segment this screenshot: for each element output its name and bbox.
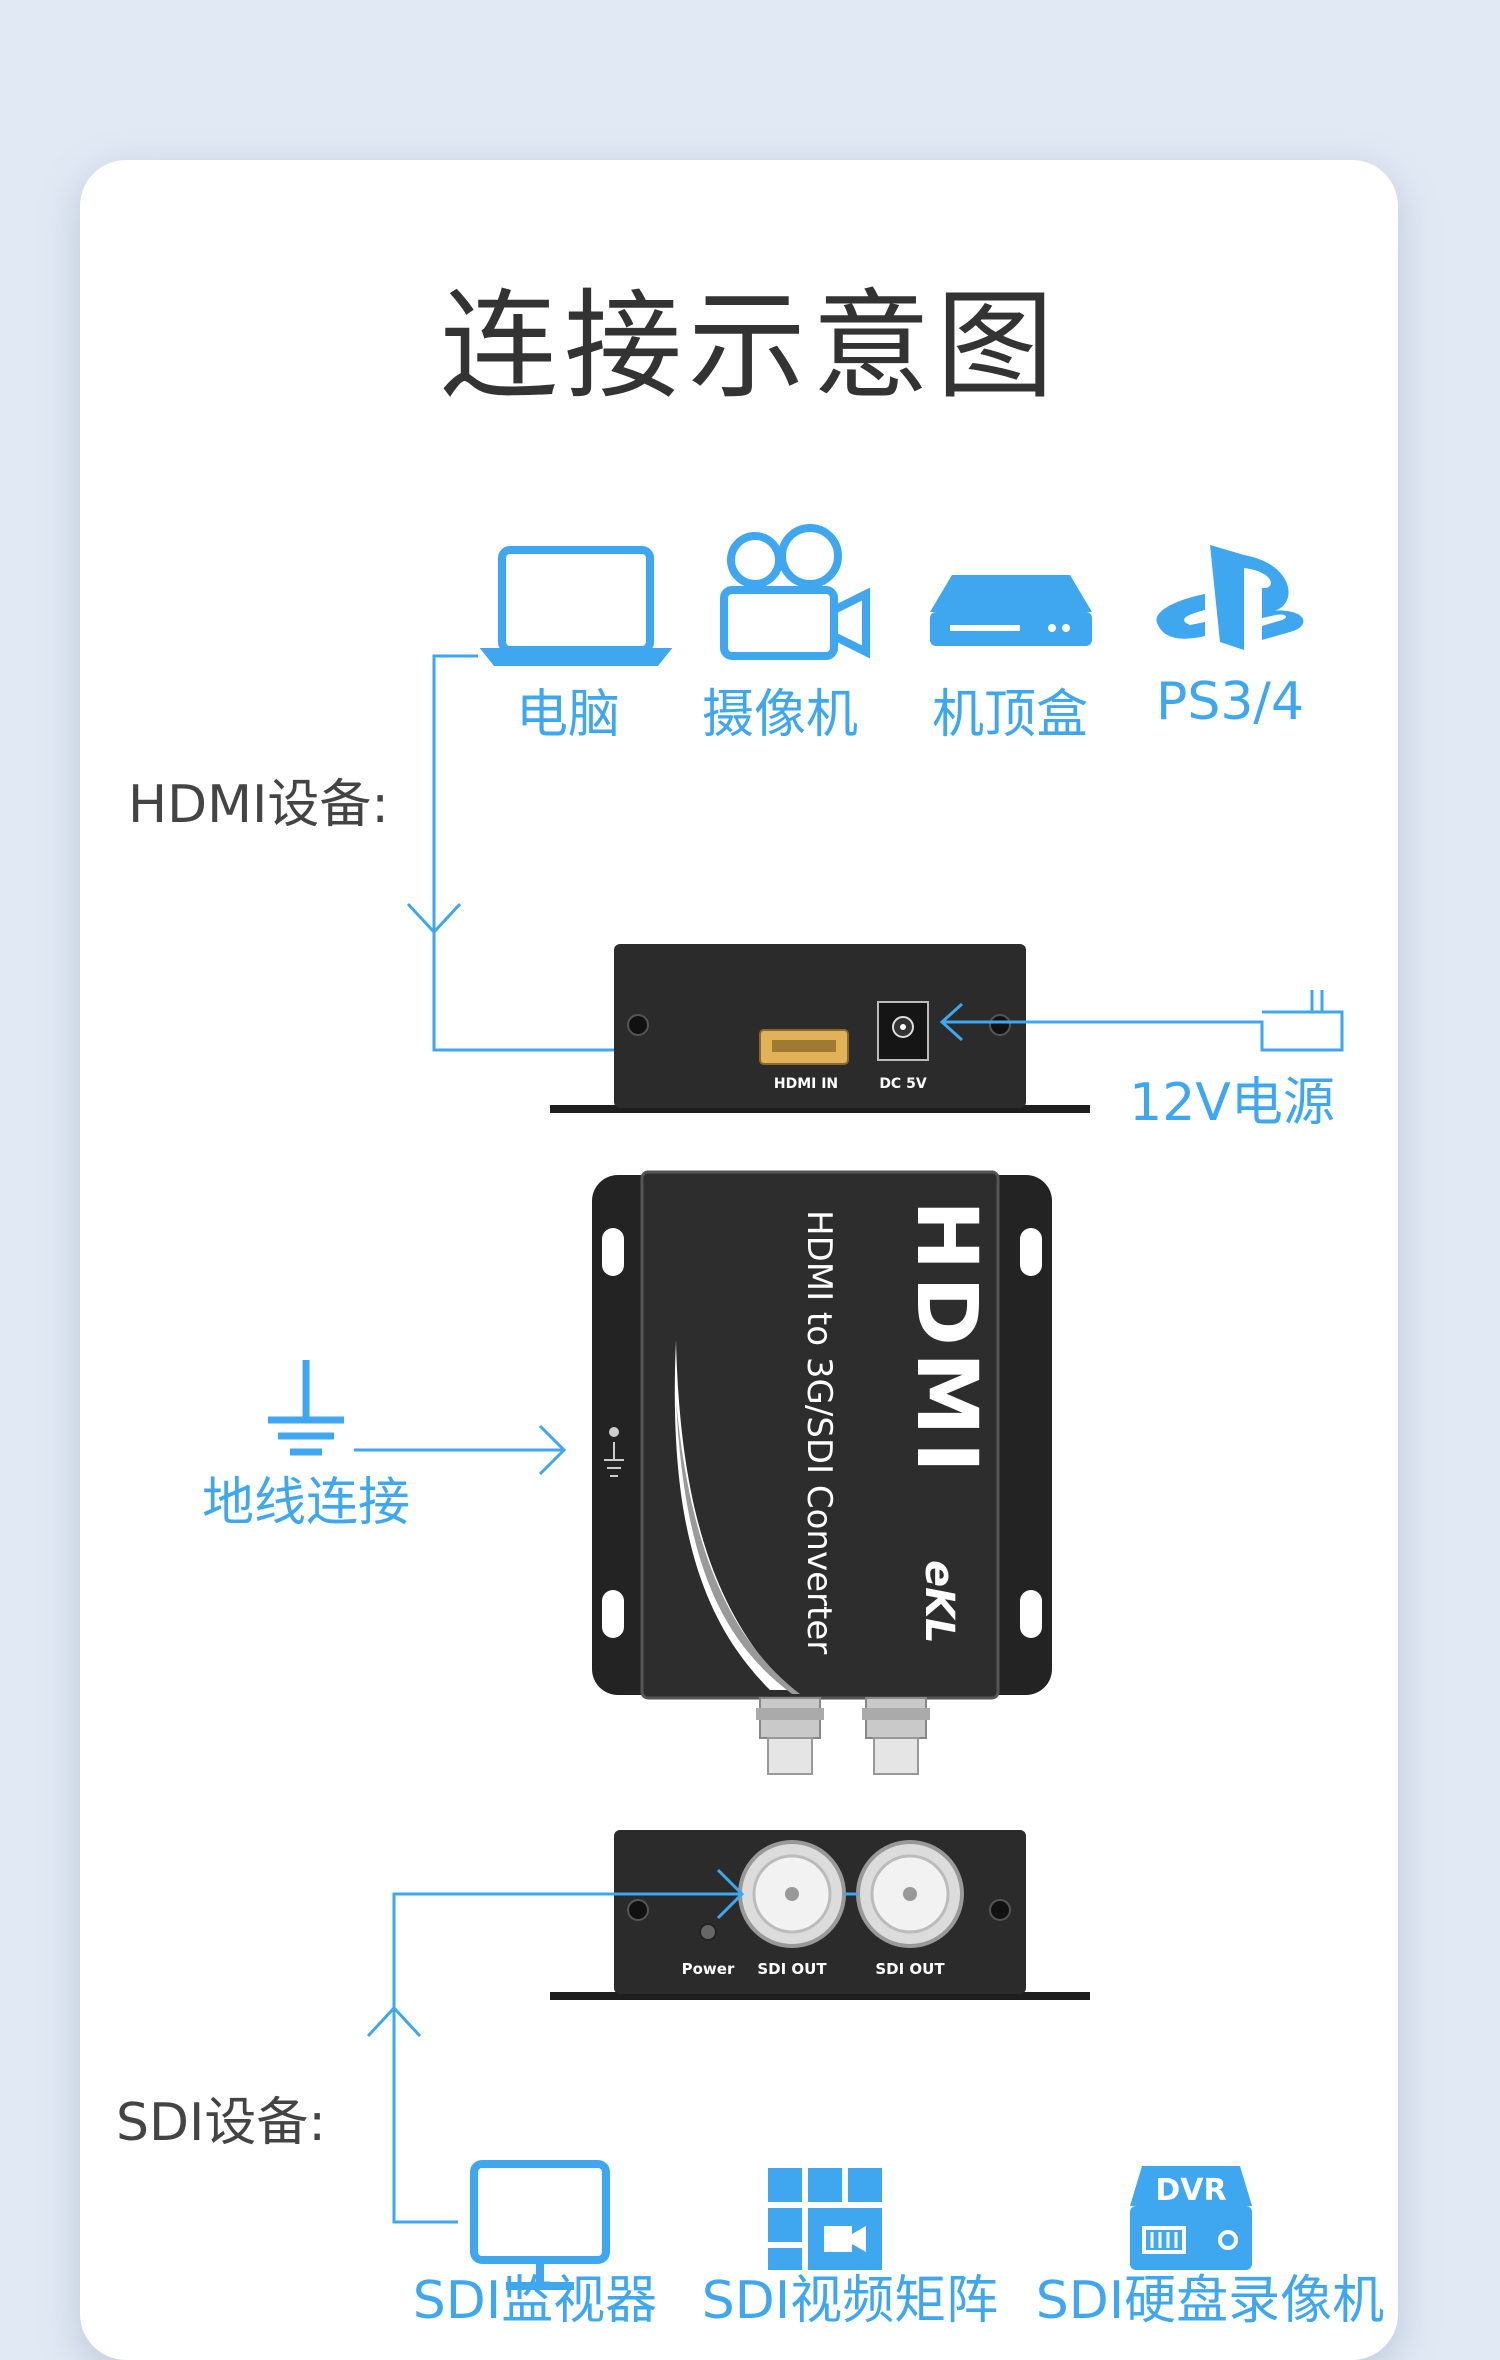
hdmi-logo-text: HDMI xyxy=(898,1200,996,1479)
ground-label: 地线连接 xyxy=(201,1473,410,1533)
converter-body: HDMI to 3G/SDI Converter HDMI eKL xyxy=(592,1170,1052,1700)
device-panel-bottom: Power SDI OUT SDI OUT xyxy=(550,1830,1090,2000)
product-name-text: HDMI to 3G/SDI Converter xyxy=(799,1210,839,1654)
device-panel-top: HDMI IN DC 5V xyxy=(550,944,1090,1113)
device-label-camera: 摄像机 xyxy=(701,685,858,745)
page-title: 连接示意图 xyxy=(439,277,1060,415)
hdmi-devices-label: HDMI设备: xyxy=(128,775,389,835)
device-label-ps34: PS3/4 xyxy=(1155,672,1305,732)
set-top-box-icon xyxy=(930,575,1092,646)
port-label-power: Power xyxy=(682,1960,735,1978)
playstation-icon xyxy=(1156,545,1304,650)
video-camera-icon xyxy=(720,524,870,660)
port-label-hdmi-in: HDMI IN xyxy=(774,1076,838,1092)
dvr-icon-text: DVR xyxy=(1155,2173,1226,2208)
power-label: 12V电源 xyxy=(1129,1073,1335,1133)
port-label-sdi-out-2: SDI OUT xyxy=(875,1960,945,1978)
sdi-devices-label: SDI设备: xyxy=(116,2093,326,2153)
monitor-icon xyxy=(470,2160,610,2290)
sdi-connection-line xyxy=(366,1868,858,2224)
bnc-connector-right xyxy=(862,1697,930,1775)
device-label-set-top-box: 机顶盒 xyxy=(931,685,1088,745)
sdi-out-port-1 xyxy=(738,1840,846,1948)
brand-logo-text: eKL xyxy=(916,1560,962,1644)
sdi-out-port-2 xyxy=(856,1840,964,1948)
power-connection-line xyxy=(939,990,1344,1052)
ground-icon xyxy=(268,1360,344,1456)
laptop-icon xyxy=(479,546,673,666)
device-label-sdi-dvr: SDI硬盘录像机 xyxy=(1035,2271,1385,2331)
power-led xyxy=(699,1923,717,1941)
port-label-sdi-out-1: SDI OUT xyxy=(757,1960,827,1978)
device-label-sdi-monitor: SDI监视器 xyxy=(412,2271,658,2331)
device-label-sdi-matrix: SDI视频矩阵 xyxy=(701,2271,999,2331)
device-label-computer: 电脑 xyxy=(515,685,620,745)
video-matrix-icon xyxy=(768,2168,882,2270)
dvr-icon: DVR xyxy=(1130,2166,1252,2270)
ground-connection-line xyxy=(354,1424,567,1476)
bnc-connector-left xyxy=(756,1697,824,1775)
port-label-dc: DC 5V xyxy=(879,1076,927,1092)
